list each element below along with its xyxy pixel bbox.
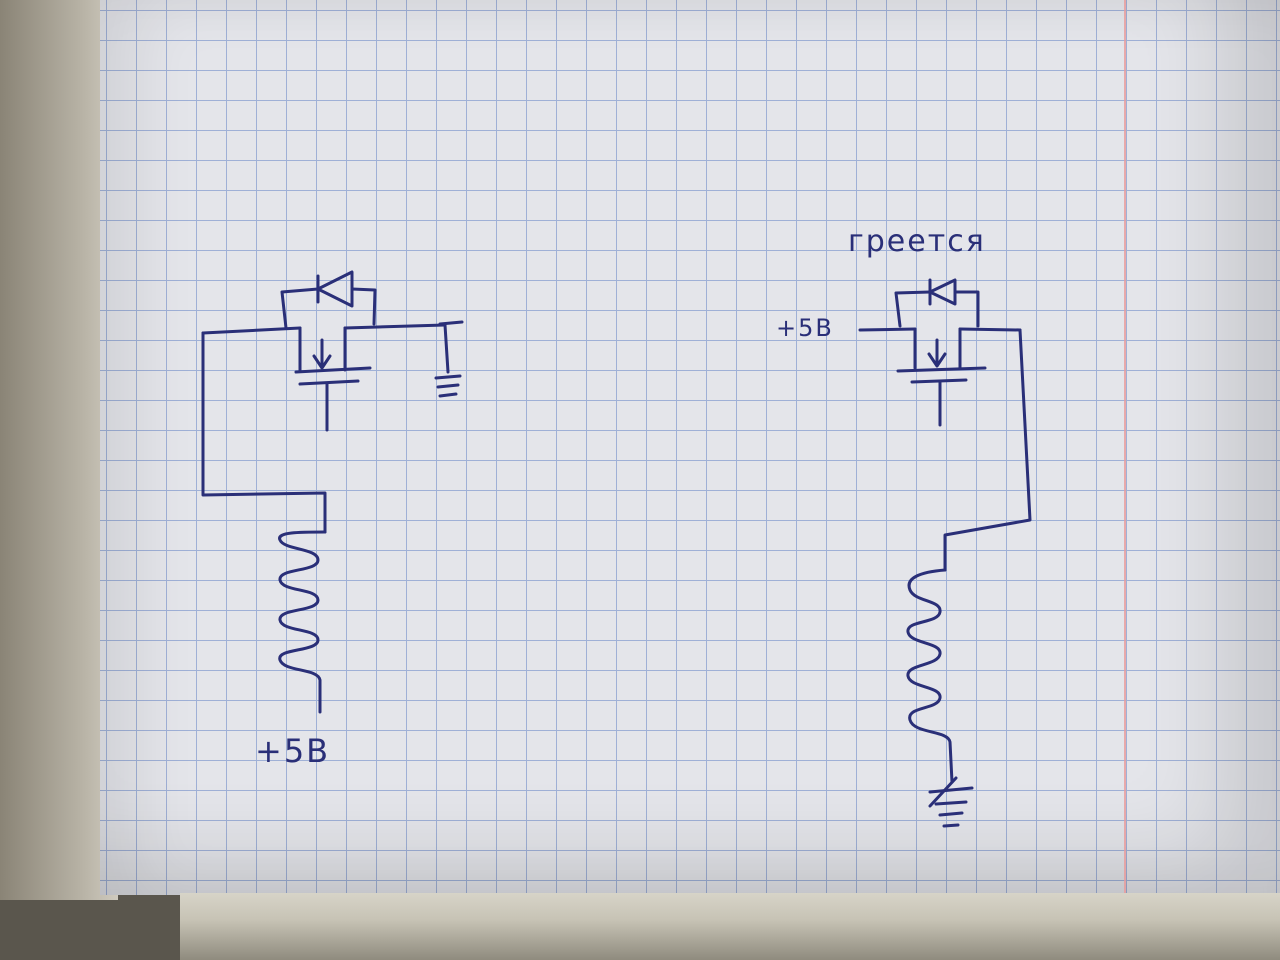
left-mosfet-symbol (201, 323, 447, 432)
notebook-page-edge (0, 0, 118, 900)
right-mosfet-symbol (858, 327, 1022, 427)
right-supply-label: +5B (776, 314, 834, 342)
grid-paper (100, 0, 1280, 895)
left-inductor-coil (278, 530, 327, 714)
margin-line (1124, 0, 1126, 895)
left-supply-label: +5B (255, 732, 331, 770)
left-wire-loop (201, 331, 327, 534)
left-diode-symbol (280, 270, 377, 330)
heats-note-label: греется (848, 224, 986, 259)
left-ground-symbol (434, 320, 464, 398)
table-surface (180, 893, 1280, 960)
right-ground-symbol (928, 776, 974, 828)
left-circuit (201, 270, 464, 714)
right-inductor-coil (906, 568, 954, 784)
right-diode-symbol (894, 278, 980, 328)
right-circuit (858, 278, 1032, 828)
right-wire-loop (943, 328, 1032, 572)
